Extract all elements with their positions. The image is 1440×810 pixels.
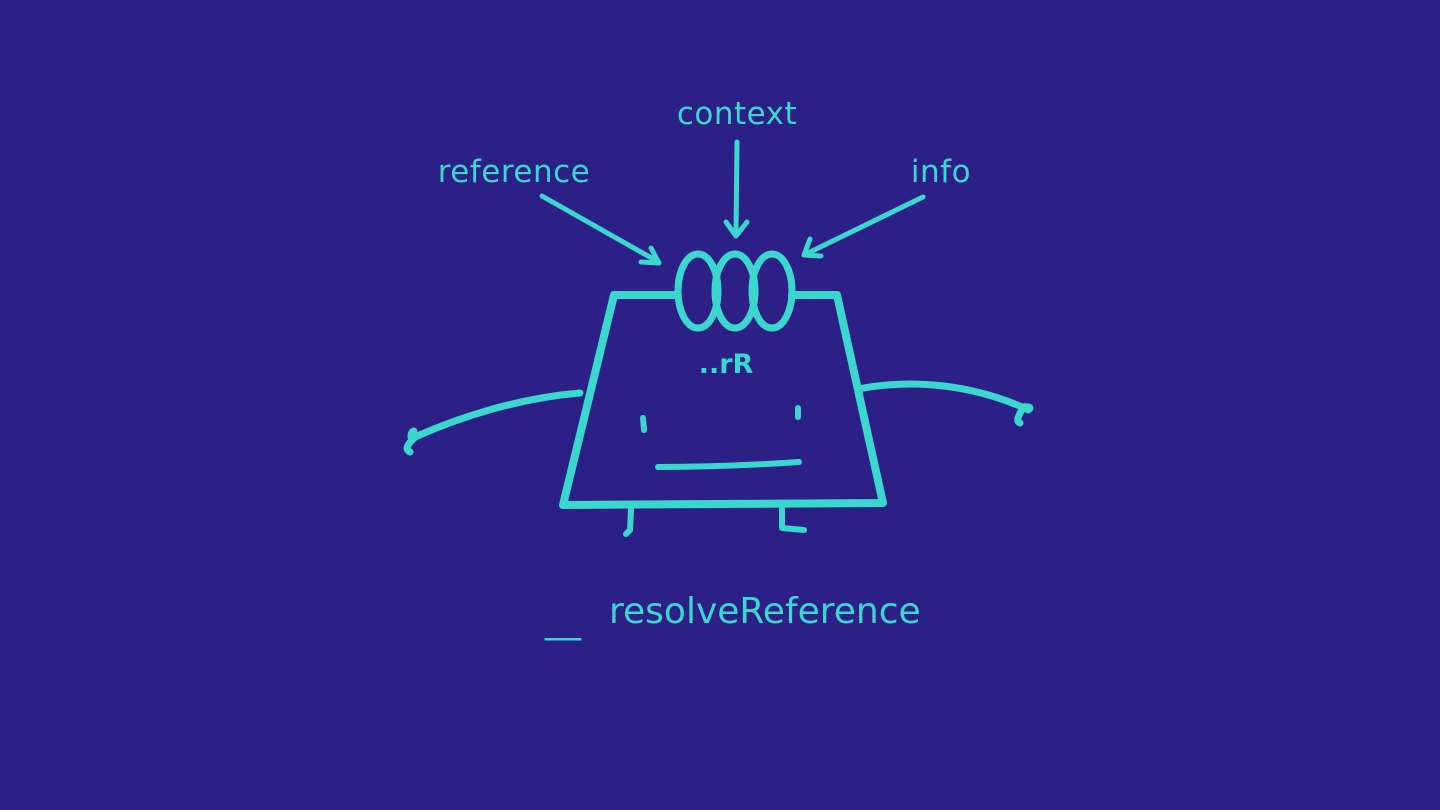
- left-leg: [623, 506, 634, 537]
- input-label-reference: reference: [438, 154, 591, 190]
- right-leg: [779, 506, 807, 533]
- arrow-info: [801, 194, 926, 259]
- function-name-caption: __ resolveReference: [544, 591, 921, 641]
- body-label: ..rR: [699, 349, 754, 380]
- input-label-info: info: [911, 154, 971, 190]
- mouth: [655, 459, 802, 470]
- input-slots: [674, 250, 796, 332]
- arrow-context: [723, 139, 750, 239]
- left-arm: [403, 389, 584, 456]
- right-arm: [854, 380, 1034, 427]
- face: [640, 405, 802, 470]
- arrow-reference: [539, 193, 662, 266]
- function-name: resolveReference: [609, 591, 921, 632]
- resolver-body: [559, 291, 887, 509]
- function-prefix: __: [544, 600, 582, 641]
- legs: [623, 506, 807, 537]
- left-eye: [640, 415, 647, 433]
- input-label-context: context: [677, 96, 797, 132]
